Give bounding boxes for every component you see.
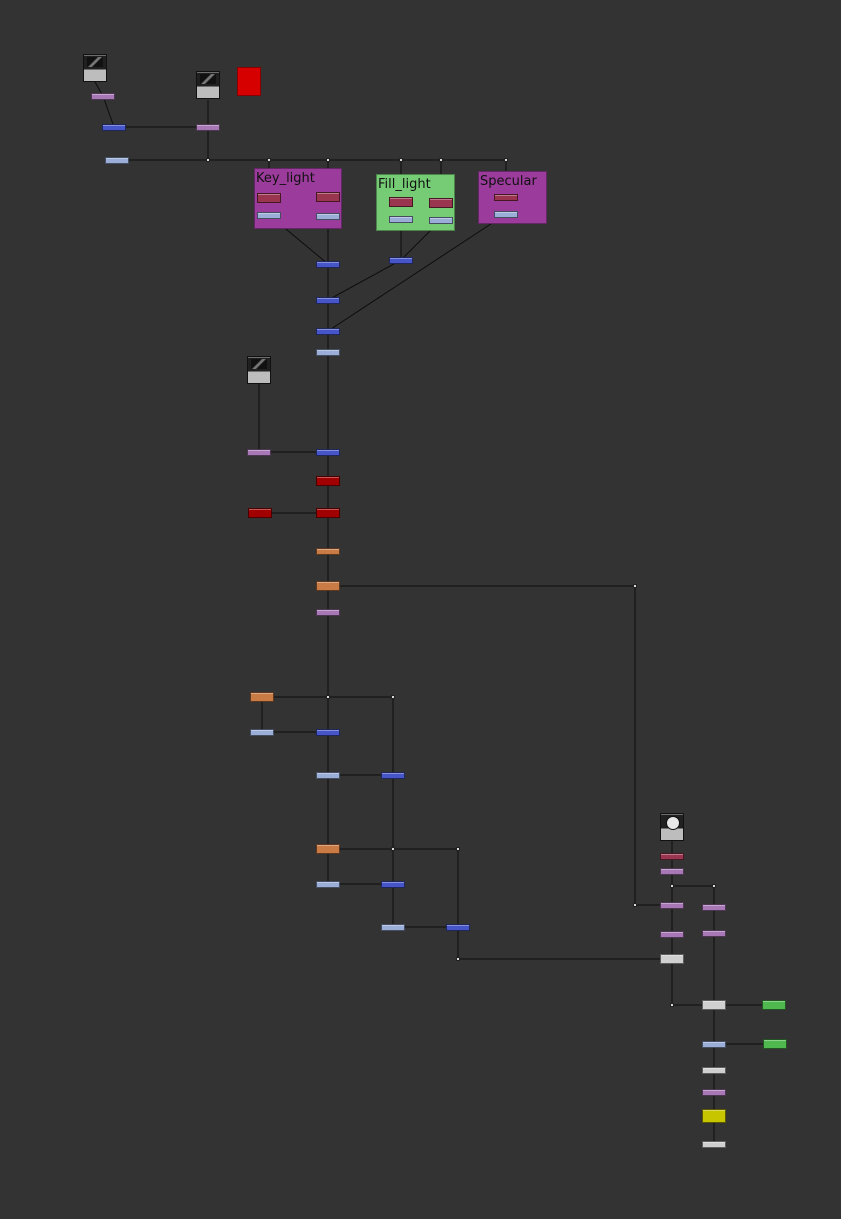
dot-node[interactable] [326,158,330,162]
dot-node[interactable] [439,158,443,162]
dot-node[interactable] [670,1003,674,1007]
write-node[interactable] [763,1039,787,1049]
grade-node[interactable] [316,880,340,888]
crop-node[interactable] [248,508,272,518]
shuffle-node[interactable] [91,92,115,100]
dot-node[interactable] [633,903,637,907]
shuffle-node[interactable] [702,903,726,911]
backdrop-label: Key_light [256,171,315,186]
dot-node[interactable] [399,158,403,162]
shuffle-node[interactable] [660,867,684,875]
merge-node[interactable] [389,256,413,264]
crop-node[interactable] [316,476,340,486]
dot-node[interactable] [456,957,460,961]
viewer-node[interactable] [702,1000,726,1010]
grade-node[interactable] [105,156,129,164]
dot-node[interactable] [712,884,716,888]
grade-node[interactable] [257,211,281,219]
read-node-1[interactable] [83,54,107,82]
merge-node[interactable] [381,880,405,888]
merge-node[interactable] [316,296,340,304]
read-node-3[interactable] [247,356,271,384]
viewer-node[interactable] [702,1140,726,1148]
grade-node[interactable] [494,210,518,218]
grade-node[interactable] [429,216,453,224]
edge-line [327,259,402,301]
dot-node[interactable] [391,847,395,851]
dot-node[interactable] [267,158,271,162]
dot-node[interactable] [391,695,395,699]
grade-node[interactable] [316,771,340,779]
shuffle-node[interactable] [316,608,340,616]
shuffle-node[interactable] [702,929,726,937]
grade-node[interactable] [389,215,413,223]
merge-node[interactable] [446,923,470,931]
grade-node[interactable] [316,212,340,220]
viewer-node[interactable] [660,954,684,964]
output-node[interactable] [702,1109,726,1123]
color-node[interactable] [389,197,413,207]
sticky-note-red[interactable] [237,67,261,96]
transform-node[interactable] [250,692,274,702]
transform-node[interactable] [316,547,340,555]
merge-node[interactable] [316,327,340,335]
edge-line [327,213,507,332]
grade-node[interactable] [381,923,405,931]
merge-node[interactable] [316,728,340,736]
grade-node[interactable] [702,1040,726,1048]
merge-node[interactable] [381,771,405,779]
color-node[interactable] [660,852,684,860]
dot-node[interactable] [206,158,210,162]
shuffle-node[interactable] [196,123,220,131]
transform-node[interactable] [316,844,340,854]
backdrop-label: Specular [480,174,537,189]
dot-node[interactable] [670,884,674,888]
shuffle-node[interactable] [660,901,684,909]
dot-node[interactable] [326,695,330,699]
shuffle-node[interactable] [702,1088,726,1096]
dot-node[interactable] [456,847,460,851]
color-node[interactable] [494,193,518,201]
shuffle-node[interactable] [247,448,271,456]
dot-node[interactable] [504,158,508,162]
transform-node[interactable] [316,581,340,591]
edge-line [102,95,115,128]
viewer-node[interactable] [702,1066,726,1074]
write-node[interactable] [762,1000,786,1010]
dot-node[interactable] [633,584,637,588]
thumbnail-icon [200,74,216,84]
grade-node[interactable] [250,728,274,736]
backdrop-label: Fill_light [378,177,431,192]
thumbnail-icon [251,359,267,369]
grade-node[interactable] [316,348,340,356]
merge-node[interactable] [316,260,340,268]
crop-node[interactable] [316,508,340,518]
read-node-4[interactable] [660,813,684,841]
shuffle-node[interactable] [660,930,684,938]
color-node[interactable] [257,193,281,203]
color-node[interactable] [429,198,453,208]
thumbnail-icon [87,57,103,67]
thumbnail-icon [666,816,680,830]
merge-node[interactable] [316,448,340,456]
merge-node[interactable] [102,123,126,131]
color-node[interactable] [316,192,340,202]
read-node-2[interactable] [196,71,220,99]
